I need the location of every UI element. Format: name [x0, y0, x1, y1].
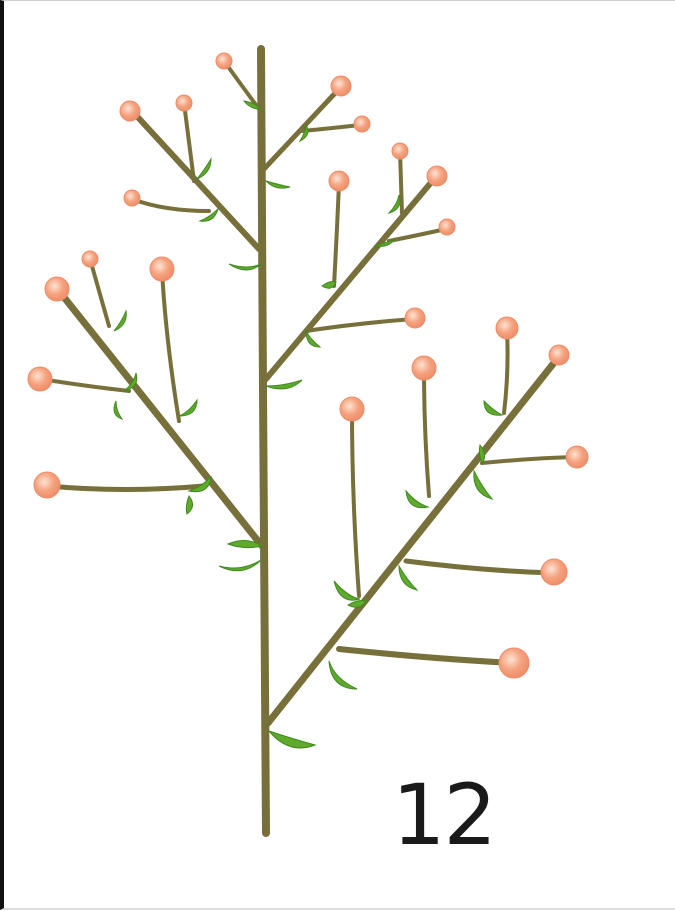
leaf-icon [114, 401, 122, 419]
flower-icon [439, 219, 455, 235]
leaf-icon [179, 400, 197, 416]
flower-icon [34, 472, 60, 498]
leaf-icon [389, 195, 400, 213]
flower-icon [176, 95, 192, 111]
flower-icon [124, 190, 140, 206]
flower-icon [549, 345, 569, 365]
leaf-icon [474, 471, 492, 499]
branch-upper-left [134, 113, 259, 249]
leaf-icon [186, 496, 192, 514]
flower-icon [499, 648, 529, 678]
leaves [114, 101, 502, 748]
branching-plant-illustration [4, 1, 675, 911]
leaf-icon [329, 661, 357, 689]
flower-icon [28, 367, 52, 391]
leaf-icon [399, 566, 417, 590]
flower-icon [496, 317, 518, 339]
flowers [28, 53, 588, 678]
leaf-icon [334, 581, 360, 600]
flower-icon [82, 251, 98, 267]
flower-icon [405, 308, 425, 328]
branch-middle-right [266, 179, 434, 379]
leaf-icon [197, 159, 211, 179]
flower-icon [392, 143, 408, 159]
leaf-icon [266, 380, 302, 389]
flower-icon [45, 277, 69, 301]
flower-icon [329, 171, 349, 191]
flower-icon [331, 76, 351, 96]
flower-icon [566, 446, 588, 468]
leaf-icon [229, 264, 261, 270]
leaf-icon [266, 181, 290, 188]
branch-left [59, 291, 262, 546]
flower-icon [427, 166, 447, 186]
stems [41, 49, 577, 833]
leaf-icon [114, 311, 126, 331]
flower-icon [541, 559, 567, 585]
flower-icon [412, 356, 436, 380]
flower-icon [340, 397, 364, 421]
leaf-icon [269, 731, 315, 748]
flower-icon [354, 116, 370, 132]
leaf-icon [484, 401, 502, 415]
leaf-icon [219, 560, 261, 571]
flower-icon [120, 101, 140, 121]
flower-icon [216, 53, 232, 69]
flower-icon [150, 257, 174, 281]
figure-number-label: 12 [392, 773, 495, 857]
leaf-icon [406, 491, 428, 508]
